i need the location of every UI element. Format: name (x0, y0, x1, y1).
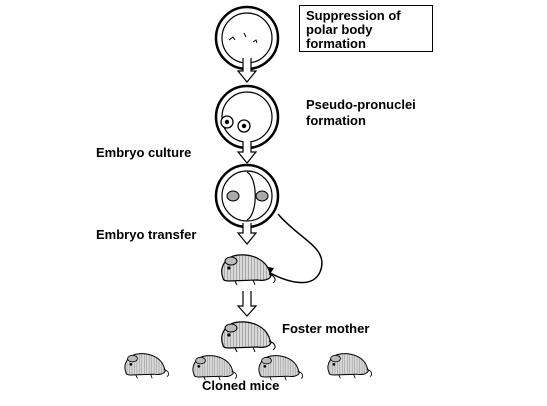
recipient-mouse (221, 254, 276, 286)
oocyte-pronuclei (214, 84, 280, 150)
label-cloned-mice: Cloned mice (202, 378, 280, 393)
label-suppression-line2: polar body (306, 22, 373, 37)
label-foster-mother: Foster mother (282, 321, 370, 336)
label-suppression-box: Suppression of polar body formation (299, 5, 433, 52)
label-embryo-culture: Embryo culture (96, 145, 192, 160)
foster-mother-mouse (221, 321, 276, 353)
arrow-down-1 (236, 58, 258, 83)
arrow-down-4 (236, 291, 258, 317)
label-suppression-line1: Suppression of (306, 8, 401, 23)
cloned-mouse-4 (327, 353, 373, 379)
label-embryo-transfer: Embryo transfer (96, 227, 197, 242)
label-suppression-line3: formation (306, 36, 366, 51)
arrow-down-2 (236, 141, 258, 164)
transfer-curve-arrow (262, 213, 323, 284)
label-pronuclei-line1: Pseudo-pronuclei (306, 97, 416, 112)
two-cell-embryo (214, 163, 280, 229)
label-pronuclei: Pseudo-pronuclei formation (306, 97, 416, 129)
cloned-mouse-2 (192, 355, 238, 381)
arrow-down-3 (236, 223, 258, 245)
cloned-mouse-1 (124, 353, 170, 379)
cloned-mouse-3 (258, 355, 304, 381)
label-pronuclei-line2: formation (306, 113, 366, 128)
